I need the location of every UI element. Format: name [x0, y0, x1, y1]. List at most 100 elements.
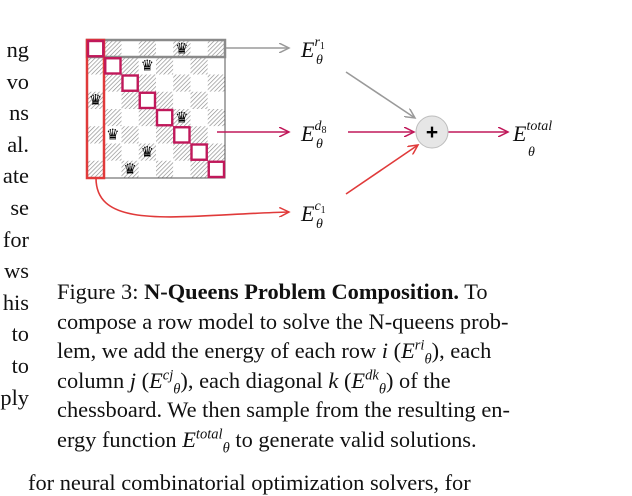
col-to-sum-arrow — [345, 145, 418, 195]
math-sub: θ — [173, 381, 181, 398]
diagonal-square — [155, 108, 174, 127]
math-sup: ri — [414, 337, 425, 354]
diagonal-square — [121, 74, 139, 92]
figure-title: N-Queens Problem Composition. — [144, 279, 460, 304]
diagonal-square — [190, 143, 208, 161]
board-square — [207, 91, 225, 109]
board-square — [87, 74, 105, 92]
left-fragment: ply — [0, 384, 29, 410]
left-fragment: se — [10, 194, 29, 220]
queen-icon: ♛ — [106, 126, 119, 144]
math-diag-energy: Edkθ — [351, 367, 386, 397]
board-square — [104, 126, 122, 144]
board-square — [104, 91, 122, 109]
left-fragment: al. — [7, 131, 29, 157]
board-square — [121, 40, 139, 58]
caption-text: ergy function — [57, 426, 177, 452]
queen-icon: ♛ — [175, 39, 188, 57]
math-sub: θ — [424, 351, 432, 368]
board-square — [138, 91, 156, 109]
board-square — [121, 160, 139, 178]
left-fragment: ate — [2, 163, 29, 189]
board-square — [173, 143, 191, 161]
math-base: E — [401, 338, 415, 364]
board-square — [156, 126, 174, 144]
caption-line: chessboard. We then sample from the resu… — [57, 397, 510, 423]
math-var-k: k — [328, 367, 339, 393]
board-square — [87, 91, 105, 109]
board-square — [138, 126, 156, 144]
board-square — [190, 109, 208, 127]
board-square — [173, 91, 191, 109]
board-square — [173, 74, 191, 92]
caption-line: ergy function Etotalθ to generate valid … — [57, 425, 583, 456]
figure-caption: Figure 3: N-Queens Problem Composition. … — [57, 277, 583, 456]
board-square — [104, 109, 122, 127]
row-to-sum-arrow — [345, 71, 415, 118]
caption-line: Figure 3: N-Queens Problem Composition. … — [57, 277, 583, 307]
board-square — [156, 40, 174, 58]
col-energy-sup: c — [314, 199, 321, 214]
plus-symbol: + — [426, 121, 438, 144]
math-base: E — [351, 367, 366, 393]
left-column-text: ng vo ns al. ate se for ws his to to ply — [0, 34, 29, 413]
body-text-fragment: for neural combinatorial optimization so… — [28, 470, 471, 495]
board-square — [104, 143, 122, 161]
diag-energy-sub: θ — [316, 137, 323, 152]
board-square — [138, 40, 156, 58]
board-square — [190, 74, 208, 92]
board-square — [87, 40, 105, 58]
board-square — [138, 109, 156, 127]
board-square — [207, 57, 225, 75]
queen-icon: ♛ — [141, 143, 154, 161]
board-square — [138, 57, 156, 75]
caption-text: ), each — [431, 338, 492, 364]
diagonal-square — [173, 126, 191, 144]
col-energy-sup-sub: 1 — [321, 205, 326, 216]
diagonal-square — [86, 39, 105, 58]
col-arrow — [95, 177, 289, 218]
board-square — [207, 143, 225, 161]
queen-icon: ♛ — [89, 91, 102, 109]
col-energy-sub: θ — [316, 217, 323, 232]
figure-label: Figure 3: — [57, 279, 139, 304]
math-base: E — [149, 367, 163, 393]
board-square — [87, 143, 105, 161]
board-square — [190, 126, 208, 144]
board-square — [190, 143, 208, 161]
math-sup: dk — [365, 367, 379, 384]
diag-energy-sup: d — [314, 119, 322, 134]
total-energy-sub: θ — [528, 145, 535, 160]
left-fragment: ns — [9, 100, 29, 126]
board-square — [173, 126, 191, 144]
caption-text: To — [464, 279, 488, 304]
sum-node — [415, 115, 449, 149]
caption-text: to generate valid solutions. — [235, 426, 477, 452]
board-square — [190, 160, 208, 178]
board-square — [190, 40, 208, 58]
caption-text: ), each diagonal — [180, 367, 323, 393]
col-energy-base: E — [300, 201, 315, 226]
math-total-energy: Etotalθ — [182, 426, 230, 456]
caption-text: ) of the — [385, 367, 451, 393]
row-energy-sup: r — [314, 35, 320, 50]
caption-line: lem, we add the energy of each row i (Er… — [57, 337, 492, 368]
caption-text: lem, we add the energy of each row — [57, 338, 377, 364]
board-square — [138, 160, 156, 178]
queen-icon: ♛ — [175, 108, 188, 126]
board-square — [156, 160, 174, 178]
diag-energy-sup-sub: 8 — [321, 125, 326, 136]
math-sup: cj — [162, 367, 174, 384]
math-sub: θ — [378, 381, 386, 398]
board-square — [87, 57, 105, 75]
diagonal-highlight — [86, 39, 226, 179]
math-var-j: j — [129, 367, 137, 393]
diagonal-square — [104, 57, 122, 75]
math-sup: total — [195, 426, 223, 443]
board-square — [121, 126, 139, 144]
total-energy-base: E — [512, 121, 527, 146]
board-square — [121, 57, 139, 75]
left-fragment: ws — [4, 258, 29, 284]
